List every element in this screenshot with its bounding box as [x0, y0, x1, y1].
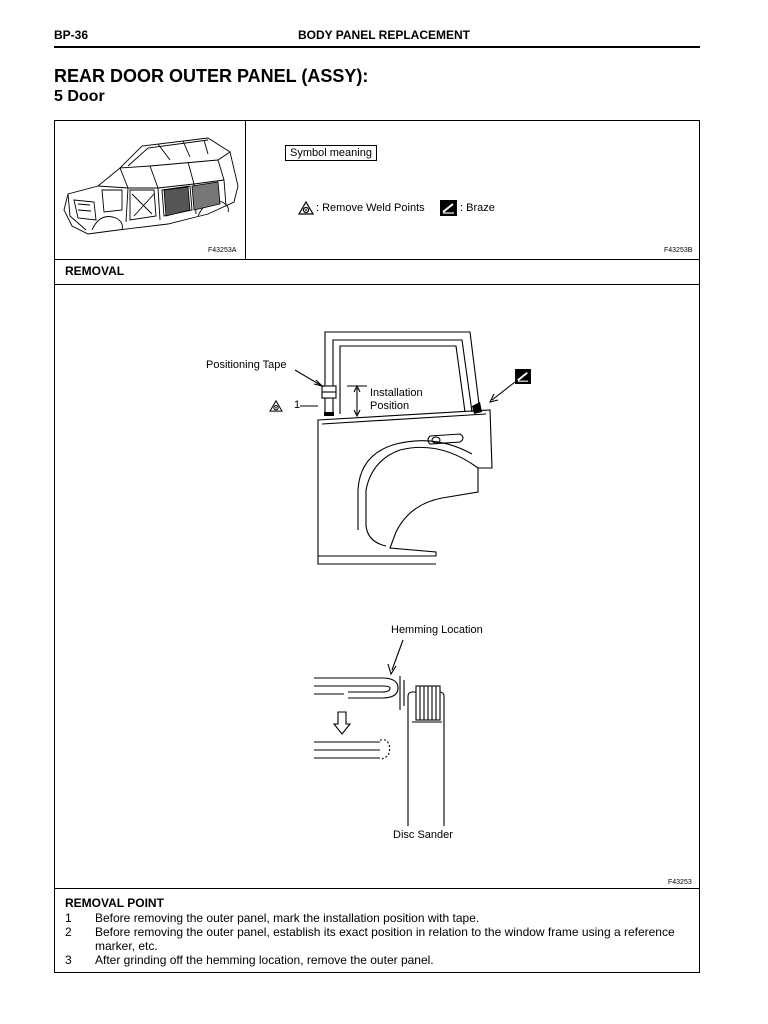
step-text: After grinding off the hemming location,… — [95, 953, 434, 967]
step-text: Before removing the outer panel, mark th… — [95, 911, 480, 925]
list-item: 1 Before removing the outer panel, mark … — [65, 911, 695, 925]
section-title: BODY PANEL REPLACEMENT — [297, 28, 471, 42]
figure-code-symbols: F43253B — [664, 247, 693, 254]
diagram-frame — [54, 120, 700, 973]
step-text: Before removing the outer panel, establi… — [95, 925, 675, 953]
step-number: 1 — [65, 911, 72, 925]
installation-position-label: Installation Position — [370, 387, 423, 412]
weld-point-triangle-icon — [269, 400, 283, 412]
weld-legend-label: : Remove Weld Points — [316, 202, 425, 214]
figure-code-removal: F43253 — [668, 879, 692, 886]
frame-divider-bottom — [55, 888, 699, 889]
list-item: 2 Before removing the outer panel, estab… — [65, 925, 695, 953]
rear-door-illustration — [294, 331, 516, 565]
page-code: BP-36 — [54, 28, 89, 42]
header-divider — [54, 46, 700, 48]
figure-code-vehicle: F43253A — [208, 247, 237, 254]
page-title: REAR DOOR OUTER PANEL (ASSY): — [54, 66, 369, 86]
hemming-disc-sander-illustration — [314, 639, 445, 826]
weld-point-number: 1 — [294, 399, 301, 411]
removal-point-heading: REMOVAL POINT — [65, 896, 164, 910]
vehicle-body-illustration — [63, 137, 239, 235]
braze-torch-icon — [440, 200, 457, 216]
list-item: 3 After grinding off the hemming locatio… — [65, 953, 695, 967]
removal-heading: REMOVAL — [65, 264, 125, 278]
symbol-meaning-box: Symbol meaning — [285, 145, 377, 161]
step-number: 3 — [65, 953, 72, 967]
frame-divider-top — [55, 259, 699, 260]
braze-torch-icon — [515, 369, 531, 384]
frame-divider-removal — [55, 284, 699, 285]
positioning-tape-label: Positioning Tape — [206, 359, 287, 371]
braze-legend-label: : Braze — [460, 202, 495, 214]
disc-sander-label: Disc Sander — [393, 829, 453, 841]
weld-point-triangle-icon — [298, 201, 314, 215]
step-number: 2 — [65, 925, 72, 939]
hemming-location-label: Hemming Location — [391, 624, 483, 636]
page-subtitle: 5 Door — [54, 88, 105, 105]
frame-divider-vertical — [245, 121, 246, 259]
removal-steps-list: 1 Before removing the outer panel, mark … — [65, 911, 695, 967]
